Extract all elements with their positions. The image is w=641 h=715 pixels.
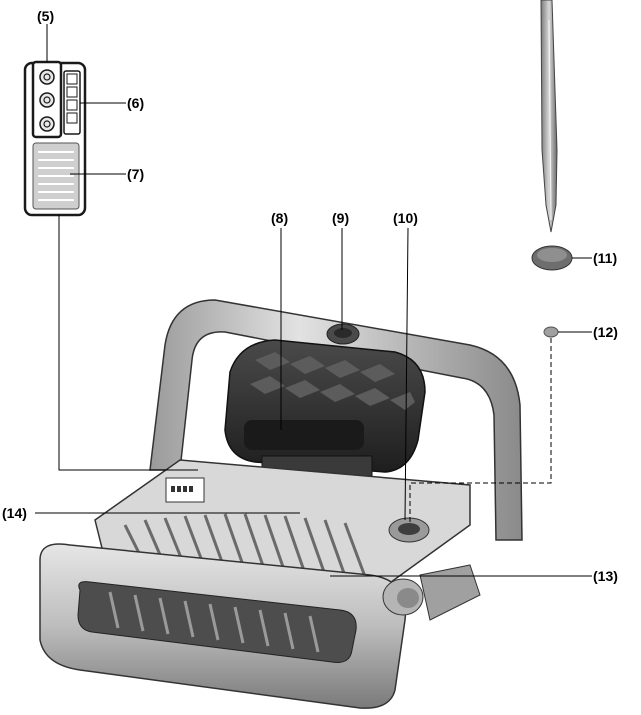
carry-frame xyxy=(149,299,523,541)
callout-11: (11) xyxy=(593,250,618,266)
callout-9: (9) xyxy=(332,210,350,226)
callout-6: (6) xyxy=(127,95,145,111)
callout-10: (10) xyxy=(393,210,418,226)
callout-13: (13) xyxy=(593,568,618,584)
base-body xyxy=(39,459,481,709)
battery-pack xyxy=(224,339,426,477)
leader-10 xyxy=(404,227,409,521)
control-panel xyxy=(23,60,87,217)
leader-panel xyxy=(58,215,198,471)
charging-pin-icon xyxy=(540,0,558,233)
magnet-icon xyxy=(543,326,559,338)
leader-12-dashed xyxy=(409,338,552,522)
callout-8: (8) xyxy=(271,210,289,226)
rubber-cap-icon xyxy=(531,245,573,271)
battery-level-icon xyxy=(63,70,81,135)
callout-5: (5) xyxy=(37,8,55,24)
callout-14: (14) xyxy=(2,505,27,521)
button-icon xyxy=(39,69,55,132)
callout-12: (12) xyxy=(593,324,618,340)
leader-lines xyxy=(35,24,592,577)
label-plate-icon xyxy=(32,142,80,210)
charging-socket xyxy=(388,517,430,543)
callout-7: (7) xyxy=(127,166,145,182)
